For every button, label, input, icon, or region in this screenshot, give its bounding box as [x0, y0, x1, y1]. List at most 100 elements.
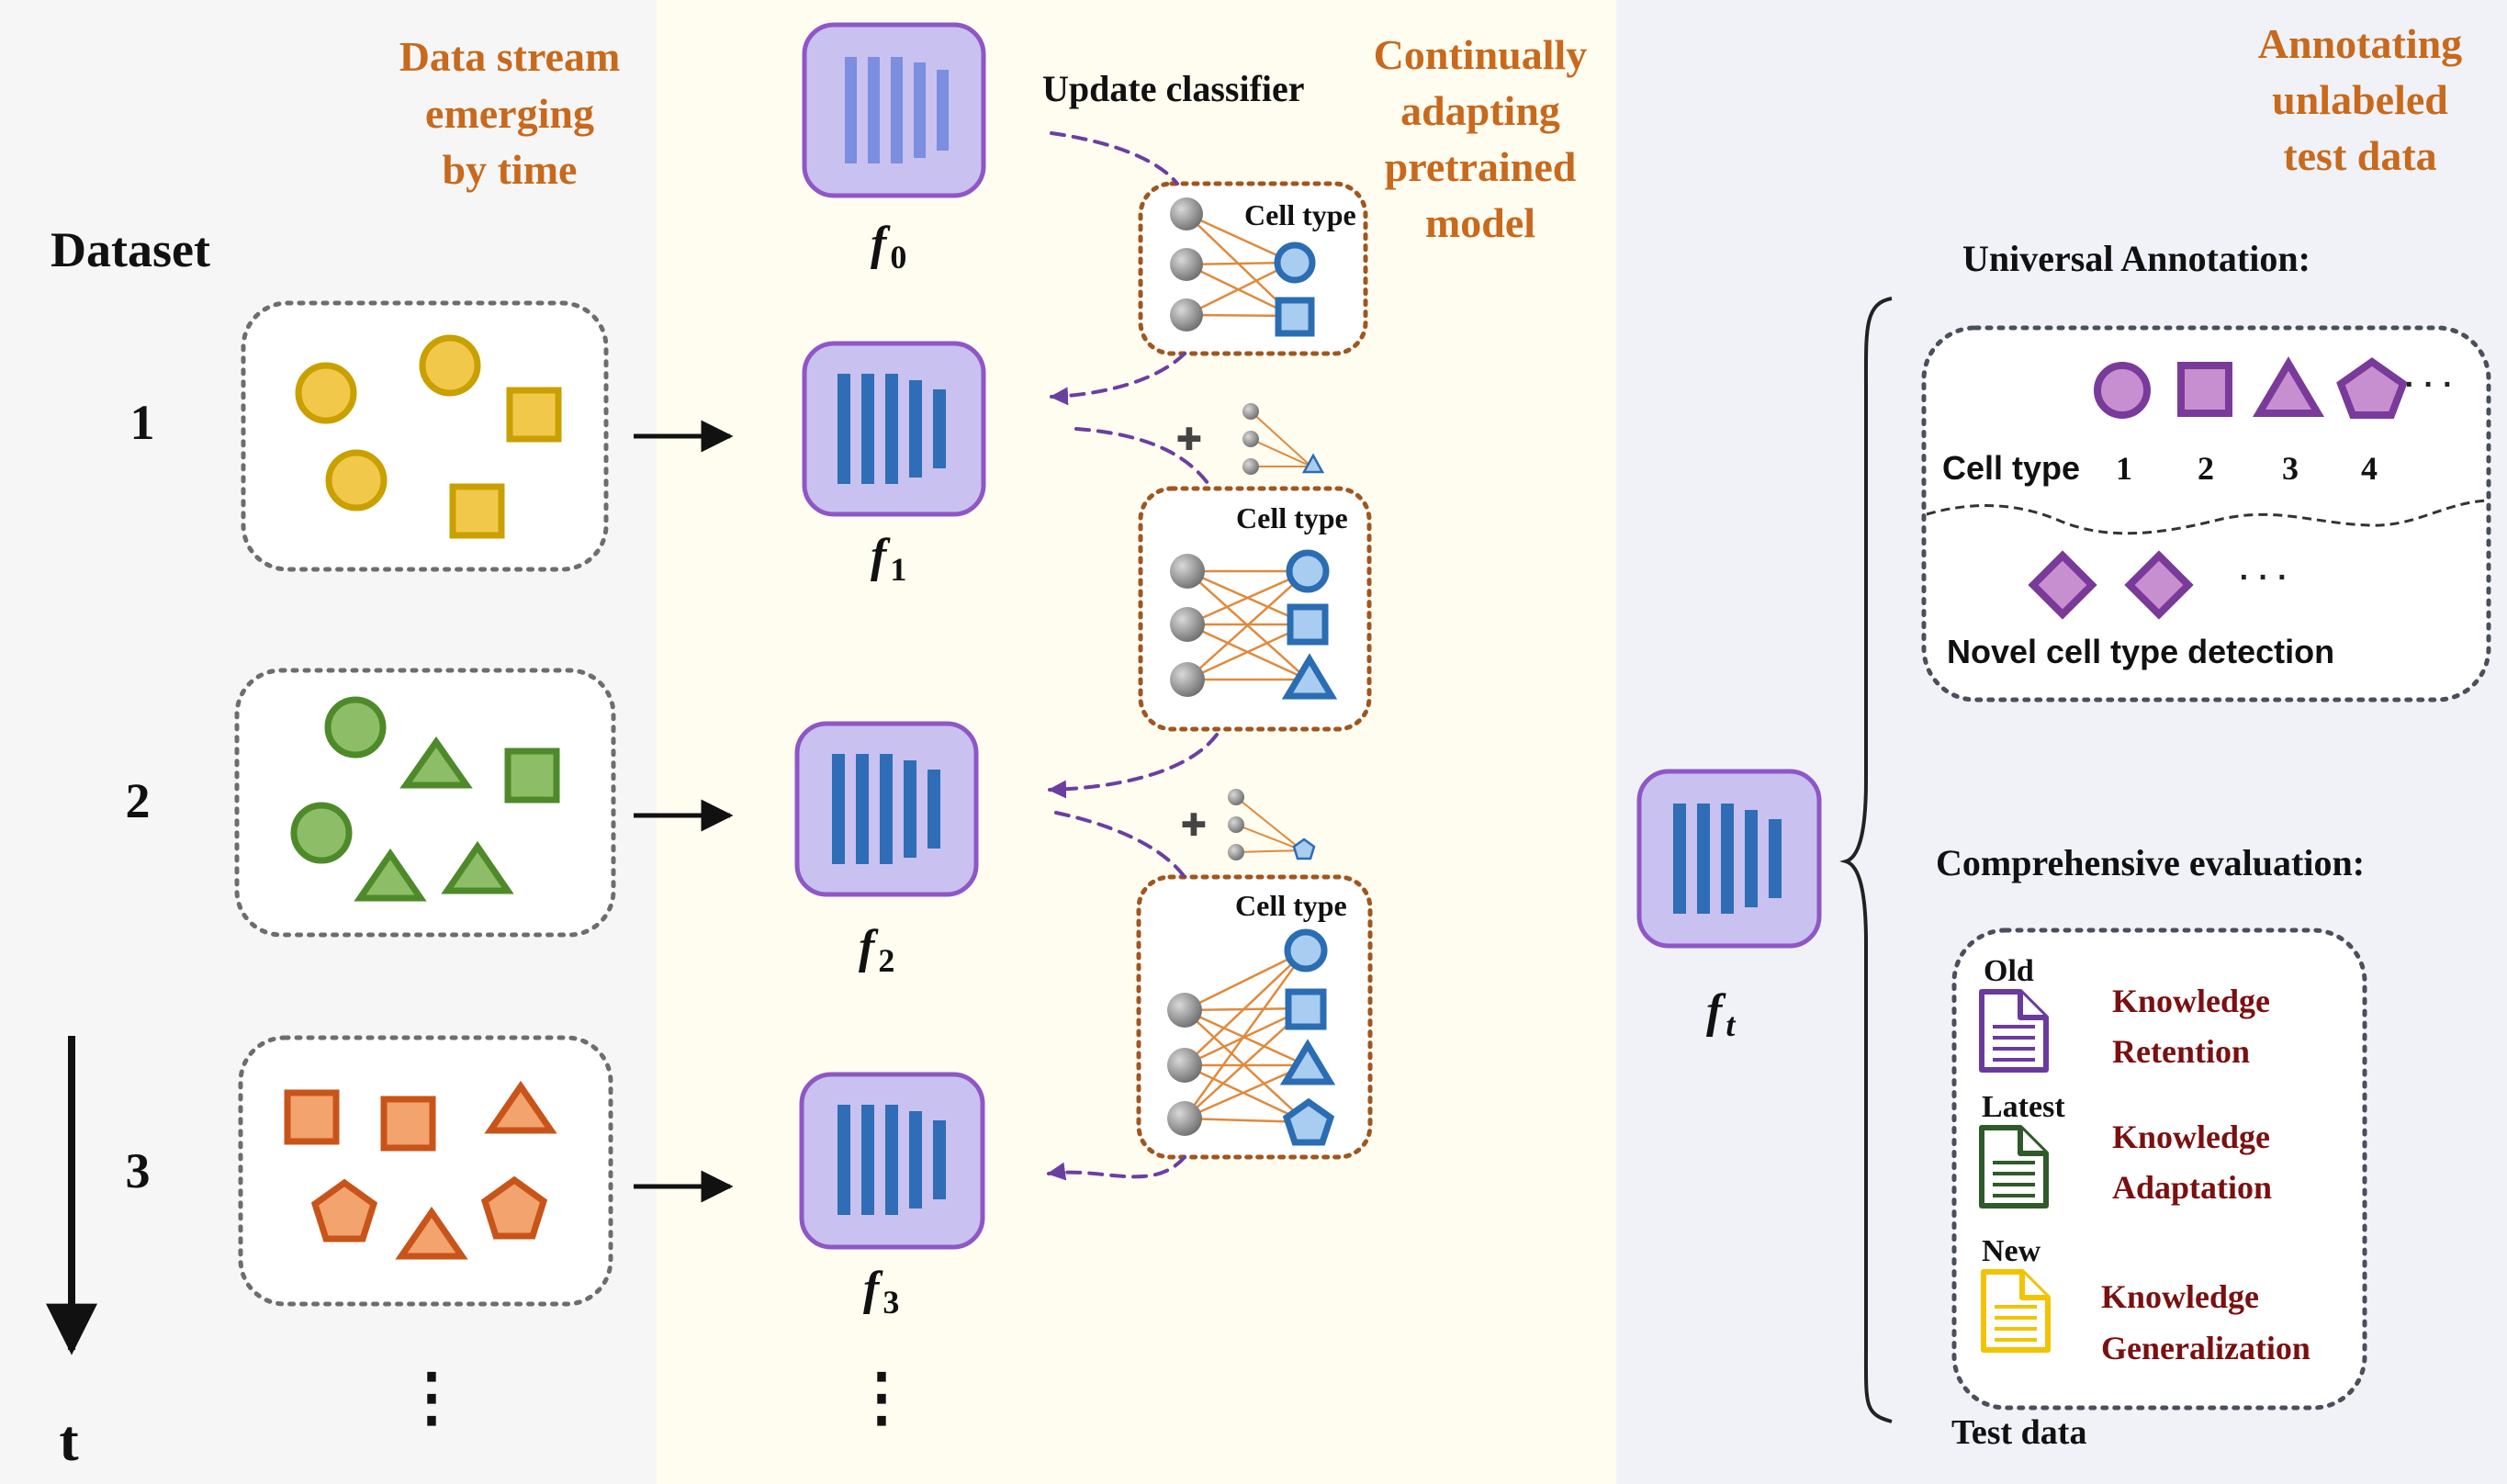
blue-square-shape: [1275, 297, 1315, 337]
yellow-circle-shape: [325, 449, 388, 512]
row-label-2: 2: [126, 773, 151, 828]
update-curve-f2: [1054, 811, 1186, 879]
right-heading-line2: unlabeled: [2272, 76, 2448, 123]
model-f2: [794, 721, 979, 897]
model-f0: [802, 22, 986, 198]
row-label-3: 3: [126, 1143, 151, 1198]
update-classifier-label: Update classifier: [1042, 68, 1305, 109]
model-f3: [799, 1072, 985, 1250]
blue-circle-shape: [1286, 549, 1330, 593]
test-data-box: Old Knowledge Retention Latest Knowledge…: [1951, 928, 2367, 1411]
update-curve-top: [1050, 131, 1179, 186]
cell-type-label: Cell type: [1235, 889, 1347, 922]
cell-type-number-2: 2: [2198, 450, 2214, 487]
blue-pentagon-shape: [1292, 838, 1316, 860]
blue-square-shape: [1285, 988, 1327, 1030]
middle-ellipsis: ⋮: [849, 1363, 914, 1433]
dataset-box-3: [238, 1035, 613, 1307]
purple-circle-shape: [2094, 362, 2151, 419]
left-heading-line3: by time: [443, 146, 578, 193]
update-arrow-to-f2: [1048, 733, 1219, 799]
time-label: t: [59, 1408, 79, 1473]
middle-heading-line4: model: [1425, 199, 1535, 246]
green-circle-shape: [324, 696, 387, 759]
classifier-box-2: Cell type: [1138, 486, 1372, 732]
row-label-1: 1: [130, 395, 155, 450]
orange-triangle-shape: [395, 1206, 468, 1260]
green-square-shape: [504, 748, 560, 804]
novel-dots: · · ·: [2240, 560, 2288, 595]
universal-annotation-box: · · · Cell type 1 2 3 4 · · · Novel cell…: [1921, 325, 2491, 703]
universal-annotation-title: Universal Annotation:: [1962, 238, 2310, 279]
update-curve-f1: [1074, 427, 1212, 489]
blue-triangle-shape: [1281, 653, 1338, 700]
dataset-label: Dataset: [51, 222, 210, 277]
right-heading-line3: test data: [2283, 132, 2436, 179]
left-heading-line2: emerging: [425, 90, 594, 137]
cell-type-number-1: 1: [2116, 450, 2132, 487]
novel-diamond-shape: [2124, 550, 2194, 620]
cell-type-number-4: 4: [2361, 450, 2378, 487]
cell-type-number-3: 3: [2282, 450, 2299, 487]
add-output-node-2: ✚: [1181, 789, 1316, 860]
doc-latest-line2: Adaptation: [2112, 1169, 2272, 1206]
doc-tag-latest: Latest: [1982, 1090, 2065, 1124]
test-data-label: Test data: [1951, 1413, 2086, 1452]
blue-triangle-shape: [1279, 1039, 1336, 1085]
green-triangle-shape: [441, 840, 514, 894]
orange-pentagon-shape: [480, 1175, 548, 1240]
cell-type-label: Cell type: [1942, 449, 2080, 487]
curly-brace: [1839, 297, 1893, 1423]
novel-cell-type-label: Novel cell type detection: [1947, 633, 2334, 670]
yellow-square-shape: [506, 387, 562, 443]
add-output-node-1: ✚: [1176, 403, 1325, 475]
orange-triangle-shape: [484, 1080, 557, 1134]
plus-icon: ✚: [1181, 808, 1208, 843]
cell-type-label: Cell type: [1244, 198, 1356, 231]
doc-tag-new: New: [1982, 1234, 2041, 1268]
blue-triangle-shape: [1301, 453, 1325, 474]
doc-old-line2: Retention: [2112, 1033, 2250, 1070]
middle-heading-line2: adapting: [1400, 87, 1560, 134]
update-arrow-to-f3: [1047, 1155, 1186, 1181]
document-icon-new: [1981, 1269, 2051, 1353]
wavy-divider: [1926, 499, 2488, 535]
doc-new-line1: Knowledge: [2101, 1278, 2259, 1315]
cell-type-label: Cell type: [1236, 501, 1348, 534]
blue-circle-shape: [1284, 928, 1328, 972]
blue-circle-shape: [1274, 242, 1316, 284]
doc-new-line2: Generalization: [2101, 1330, 2310, 1366]
plus-icon: ✚: [1176, 422, 1203, 457]
orange-square-shape: [284, 1089, 340, 1145]
purple-triangle-shape: [2252, 356, 2325, 417]
yellow-circle-shape: [419, 334, 481, 397]
left-heading-line1: Data stream: [399, 33, 621, 80]
purple-square-shape: [2177, 362, 2232, 417]
model-ft: [1636, 769, 1822, 949]
classifier-box-1: Cell type: [1138, 181, 1368, 356]
green-triangle-shape: [354, 848, 427, 902]
green-circle-shape: [290, 802, 353, 864]
orange-pentagon-shape: [310, 1178, 378, 1242]
middle-heading-line3: pretrained: [1385, 143, 1577, 190]
document-icon-old: [1979, 989, 2049, 1073]
update-arrow-to-f1: [1050, 352, 1186, 406]
blue-square-shape: [1287, 603, 1329, 646]
purple-pentagon-shape: [2336, 357, 2408, 419]
doc-latest-line1: Knowledge: [2112, 1119, 2270, 1155]
yellow-square-shape: [449, 483, 505, 539]
classifier-box-3: Cell type: [1136, 874, 1373, 1160]
middle-heading-line1: Continually: [1374, 31, 1588, 78]
right-heading-line1: Annotating: [2258, 20, 2462, 67]
yellow-circle-shape: [295, 362, 357, 424]
document-icon-latest: [1979, 1125, 2049, 1209]
left-ellipsis: ⋮: [399, 1363, 464, 1433]
doc-tag-old: Old: [1984, 954, 2034, 988]
